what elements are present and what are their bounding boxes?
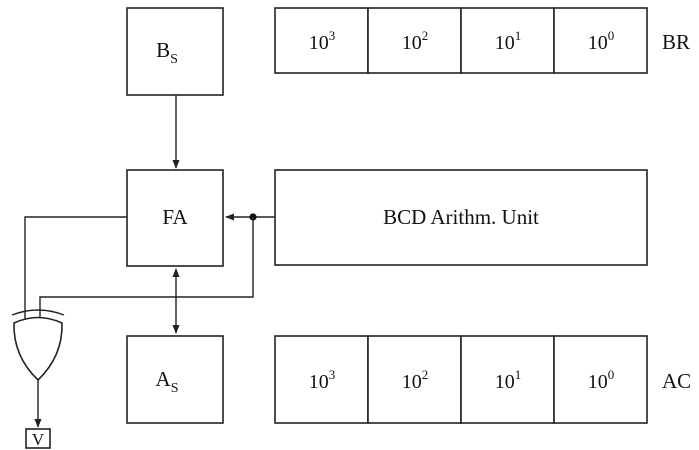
bs-letter: B [156, 38, 170, 62]
ac-digit-cell-0 [553, 335, 648, 424]
ac-digit-1-label: 101 [495, 367, 522, 393]
br-digit-cell-2 [367, 7, 462, 74]
br-digit-cell-1 [460, 7, 555, 74]
ac-digit-2-label: 102 [402, 367, 429, 393]
ac-digit-cell-3 [274, 335, 369, 424]
br-digit-cell-3 [274, 7, 369, 74]
bs-sign-box: BS [126, 7, 224, 96]
br-register-label: BR [662, 30, 690, 54]
ac-register: 103 102 101 100 [274, 335, 648, 424]
as-subscript: S [171, 381, 179, 396]
br-digit-3-label: 103 [309, 28, 336, 54]
svg-text:AS: AS [156, 367, 179, 396]
br-register: 103 102 101 100 [274, 7, 648, 74]
as-sign-box: AS [126, 335, 224, 424]
ac-digit-cell-1 [460, 335, 555, 424]
ac-digit-0-label: 100 [588, 367, 615, 393]
bcd-arith-unit-label: BCD Arithm. Unit [383, 205, 539, 229]
fa-box: FA [126, 169, 224, 267]
ac-digit-3-label: 103 [309, 367, 336, 393]
svg-text:BS: BS [156, 38, 178, 67]
br-digit-0-label: 100 [588, 28, 615, 54]
ac-digit-cell-2 [367, 335, 462, 424]
br-digit-1-label: 101 [495, 28, 522, 54]
fa-label: FA [162, 205, 188, 229]
overflow-flag-label: V [32, 430, 45, 449]
br-digit-cell-0 [553, 7, 648, 74]
as-letter: A [156, 367, 172, 391]
bs-subscript: S [170, 52, 178, 67]
xor-gate-icon [11, 309, 65, 382]
overflow-flag-box: V [25, 428, 51, 449]
br-digit-2-label: 102 [402, 28, 429, 54]
fa-to-xor-wire [24, 216, 127, 323]
bcd-arith-unit-box: BCD Arithm. Unit [274, 169, 648, 266]
ac-register-label: AC [662, 369, 691, 393]
